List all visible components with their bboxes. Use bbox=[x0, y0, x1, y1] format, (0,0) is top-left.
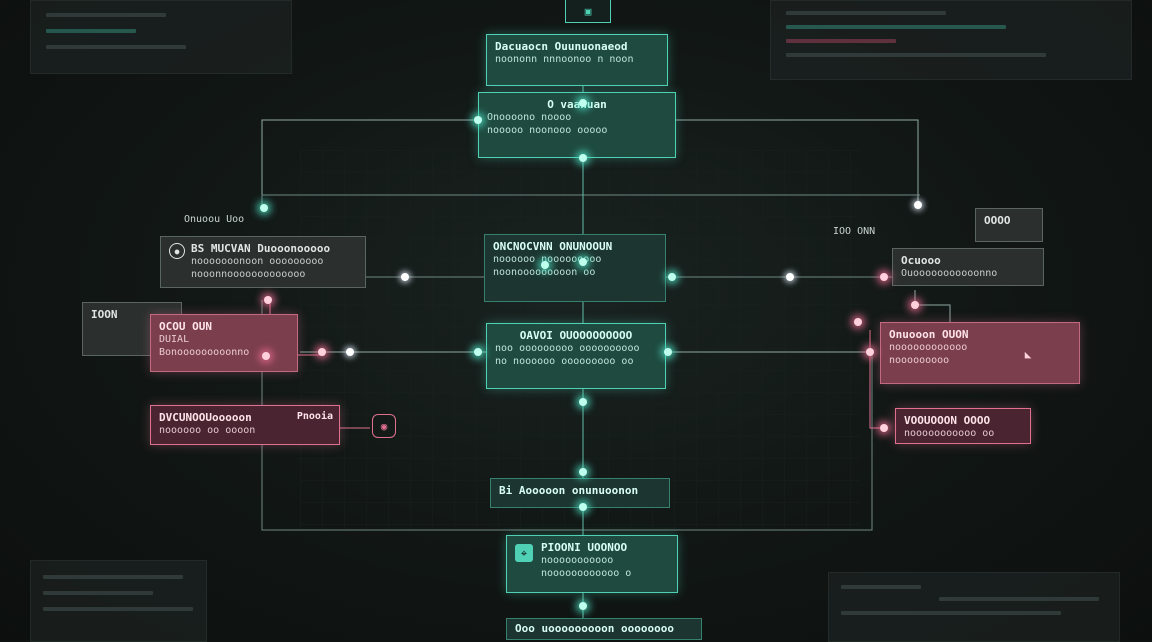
node-left-pink-mid[interactable]: OCOU OUN DUIAL Bonooooooooonno bbox=[150, 314, 298, 372]
connector-dot bbox=[541, 261, 549, 269]
node-bottom-c[interactable]: Ooo uooooooooon oooooooo bbox=[506, 618, 702, 640]
connector-dot bbox=[579, 468, 587, 476]
connector-dot bbox=[401, 273, 409, 281]
connector-dot bbox=[880, 424, 888, 432]
node-title: OAVOI OUOOOOOOOOO bbox=[519, 329, 633, 342]
connector-dot bbox=[262, 352, 270, 360]
node-right-pink-low[interactable]: VOOUOOON OOOO nooooooooooo oo bbox=[895, 408, 1031, 444]
connector-dot bbox=[579, 602, 587, 610]
node-line: nooonnooooooooooooo bbox=[191, 269, 306, 280]
node-subtitle: noononn nnnoonoo n noon bbox=[495, 54, 634, 65]
ghost-panel-top-left bbox=[30, 0, 292, 74]
node-line: noooooo nooooooooo bbox=[493, 254, 602, 265]
node-title: Ocuooo bbox=[901, 254, 941, 267]
ghost-panel-bottom-left bbox=[30, 560, 207, 642]
connector-dot bbox=[260, 204, 268, 212]
node-left-gray[interactable]: ● BS MUCVAN Duooonooooo nooooooonoon ooo… bbox=[160, 236, 366, 288]
connector-dot bbox=[668, 273, 676, 281]
node-title: OOOO bbox=[984, 214, 1011, 227]
connector-dot bbox=[866, 348, 874, 356]
node-title: VOOUOOON OOOO bbox=[904, 414, 991, 427]
node-line: DUIAL bbox=[159, 334, 190, 345]
node-title: Onuooon OUON bbox=[889, 328, 969, 341]
node-line: nooooooooooo oo bbox=[904, 428, 995, 439]
node-right-tag[interactable]: OOOO bbox=[975, 208, 1043, 242]
node-line: Onoooono noooo bbox=[487, 112, 572, 123]
node-line: nooooooooo bbox=[889, 355, 950, 366]
node-line: Ouooooooooooonno bbox=[901, 268, 998, 279]
node-line: noooooooooooo o bbox=[541, 568, 632, 579]
node-title: Dacuaocn Ouunuonaeod bbox=[495, 40, 628, 53]
node-title: PIOONI UOONOO bbox=[541, 541, 628, 554]
connector-dot bbox=[786, 273, 794, 281]
connector-dot bbox=[474, 348, 482, 356]
connector-dot bbox=[579, 503, 587, 511]
node-bottom-b[interactable]: ⌖ PIOONI UOONOO nooooooooooo noooooooooo… bbox=[506, 535, 678, 593]
node-right-gray[interactable]: Ocuooo Ouooooooooooonno bbox=[892, 248, 1044, 286]
node-title: DVCUNOOUooooon bbox=[159, 411, 252, 424]
chip-icon: ▣ bbox=[565, 0, 611, 23]
node-line: noooooo oo oooon bbox=[159, 425, 256, 436]
node-title: Ooo uooooooooon oooooooo bbox=[515, 622, 674, 635]
node-title: IOON bbox=[91, 308, 118, 321]
connector-dot bbox=[854, 318, 862, 326]
circle-icon: ● bbox=[169, 243, 185, 259]
node-line: nooooo noonooo ooooo bbox=[487, 125, 608, 136]
connector-dot bbox=[264, 296, 272, 304]
node-line: Bonooooooooonno bbox=[159, 347, 250, 358]
node-line: nooooooooooo bbox=[541, 555, 614, 566]
node-line: noonooooooooon oo bbox=[493, 267, 596, 278]
node-title: BS MUCVAN Duooonooooo bbox=[191, 242, 331, 255]
connector-dot bbox=[579, 258, 587, 266]
node-center[interactable]: OAVOI OUOOOOOOOOO noo ooooooooo oooooooo… bbox=[486, 323, 666, 389]
connector-dot bbox=[318, 348, 326, 356]
location-pin-icon[interactable]: ◉ bbox=[372, 414, 396, 438]
node-line: noo ooooooooo oooooooooo bbox=[495, 343, 640, 354]
node-tag: Pnooia bbox=[296, 411, 333, 422]
node-line: noooooooooooo bbox=[889, 342, 968, 353]
flag-icon: ◣ bbox=[1024, 347, 1032, 361]
connector-dot bbox=[579, 99, 587, 107]
node-left-pink-low[interactable]: DVCUNOOUooooon noooooo oo oooon Pnooia bbox=[150, 405, 340, 445]
connector-dot bbox=[579, 398, 587, 406]
connector-dot bbox=[664, 348, 672, 356]
node-right-pink-mid[interactable]: Onuooon OUON noooooooooooo nooooooooo ◣ bbox=[880, 322, 1080, 384]
connector-dot bbox=[474, 116, 482, 124]
node-title: O vaanuan bbox=[547, 98, 607, 111]
map-pin-icon: ⌖ bbox=[515, 544, 533, 562]
right-top-label: IOO ONN bbox=[833, 226, 876, 237]
connector-dot bbox=[880, 273, 888, 281]
node-top-header[interactable]: Dacuaocn Ouunuonaeod noononn nnnoonoo n … bbox=[486, 34, 668, 86]
left-top-label: Onuoou Uoo bbox=[184, 214, 245, 225]
connector-dot bbox=[346, 348, 354, 356]
node-title: ONCNOCVNN ONUNOOUN bbox=[493, 240, 613, 253]
connector-dot bbox=[914, 201, 922, 209]
ghost-panel-top-right bbox=[770, 0, 1132, 80]
connector-dot bbox=[911, 301, 919, 309]
connector-dot bbox=[579, 154, 587, 162]
node-mid-upper[interactable]: ONCNOCVNN ONUNOOUN noooooo nooooooooo no… bbox=[484, 234, 666, 302]
node-title: OCOU OUN bbox=[159, 320, 212, 333]
node-top-main[interactable]: O vaanuan Onoooono noooo nooooo noonooo … bbox=[478, 92, 676, 158]
node-line: no noooooo ooooooooo oo bbox=[495, 356, 634, 367]
node-title: Bi Aooooon onunuoonon bbox=[499, 484, 639, 497]
node-line: nooooooonoon ooooooooo bbox=[191, 256, 324, 267]
